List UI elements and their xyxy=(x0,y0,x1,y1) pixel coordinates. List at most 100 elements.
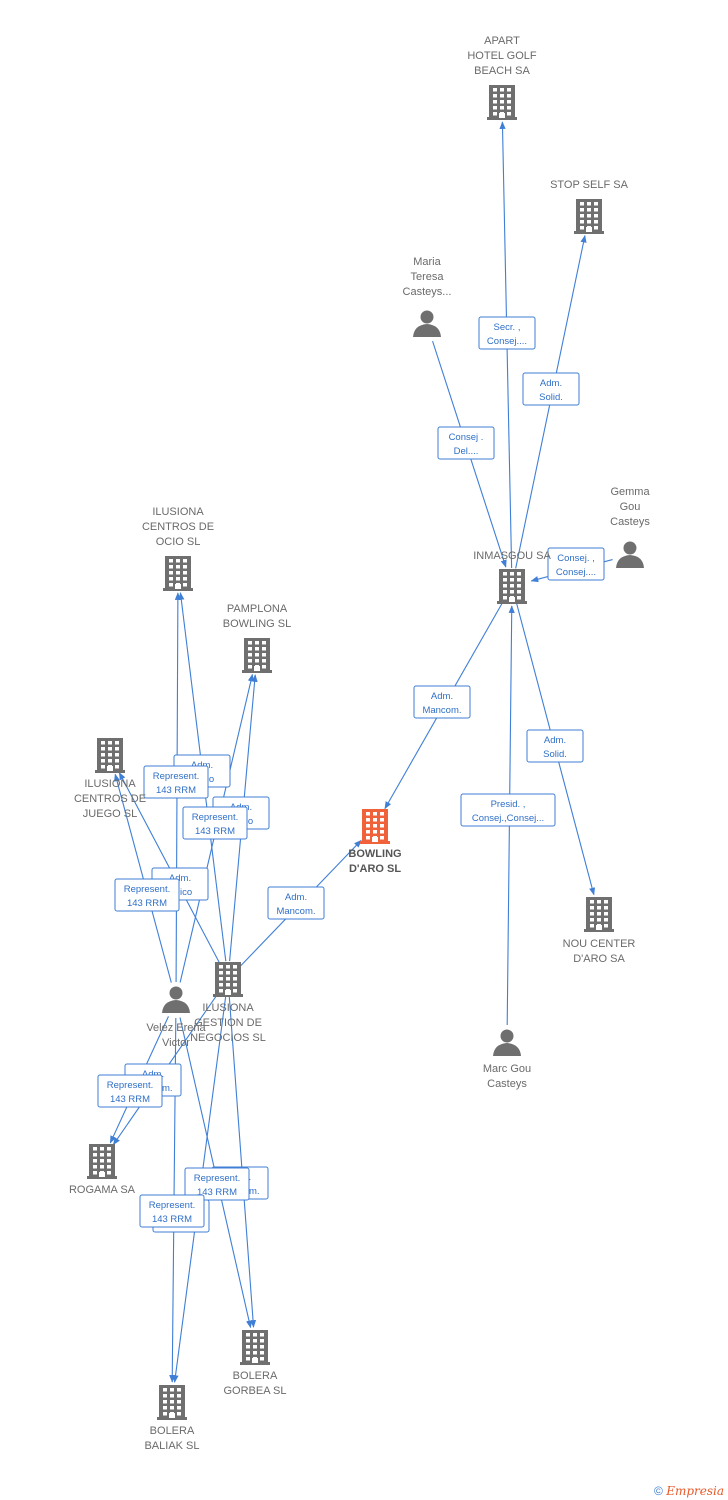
building-icon xyxy=(157,1385,187,1420)
node-label: INMASGOU SA xyxy=(473,550,551,562)
edge-label-inmasgou-bowling[interactable]: Adm.Mancom. xyxy=(413,685,471,719)
edge-label-text: Represent. xyxy=(194,1173,240,1184)
node-apart[interactable]: APART HOTEL GOLF BEACH SA xyxy=(467,35,537,120)
node-label: APART xyxy=(484,35,520,47)
edge-label-gestion-juego[interactable]: Represent. 143 RRM xyxy=(114,878,180,912)
edge-label-text: 143 RRM xyxy=(127,898,167,909)
edge-velez-juego xyxy=(114,773,172,983)
person-icon xyxy=(616,541,644,568)
node-juego[interactable]: ILUSIONA CENTROS DE JUEGO SL xyxy=(74,738,146,820)
node-label: BOLERA xyxy=(233,1370,278,1382)
node-label: CENTROS DE xyxy=(142,521,214,533)
node-label: Gemma xyxy=(610,486,650,498)
edge-label-text: Adm. xyxy=(431,691,453,702)
building-icon xyxy=(497,569,527,604)
footer-brand: © Empresia xyxy=(654,1484,724,1498)
node-nou[interactable]: NOU CENTER D'ARO SA xyxy=(563,897,636,965)
node-label: BOWLING SL xyxy=(223,618,291,630)
node-label: Casteys xyxy=(487,1078,527,1090)
node-inmasgou[interactable]: INMASGOU SA xyxy=(473,550,551,604)
node-bowling[interactable]: BOWLING D'ARO SL xyxy=(348,809,402,875)
edge-label-inmasgou-stopself[interactable]: Adm.Solid. xyxy=(522,372,580,406)
node-label: BOLERA xyxy=(150,1425,195,1437)
edge-label-gestion-pamplona[interactable]: Represent. 143 RRM xyxy=(182,806,248,840)
edge-label-text: Represent. xyxy=(124,884,170,895)
edge-label-gestion-baliak[interactable]: Represent.143 RRM xyxy=(139,1194,205,1228)
edge-label-text: Consej . xyxy=(449,432,484,443)
building-icon xyxy=(584,897,614,932)
edge-label-text: 143 RRM xyxy=(156,785,196,796)
person-icon xyxy=(162,986,190,1013)
edge-label-text: 143 RRM xyxy=(195,826,235,837)
edge-label-text: Represent. xyxy=(192,812,238,823)
building-icon xyxy=(163,556,193,591)
edge-label-text: 143 RRM xyxy=(152,1214,192,1225)
node-label: BALIAK SL xyxy=(144,1440,199,1452)
edge-label-text: Adm. xyxy=(169,873,191,884)
building-icon xyxy=(360,809,390,844)
node-label: Marc Gou xyxy=(483,1063,531,1075)
node-label: BEACH SA xyxy=(474,65,530,77)
node-label: Victor xyxy=(162,1037,190,1049)
node-label: HOTEL GOLF xyxy=(467,50,537,62)
node-rogama[interactable]: ROGAMA SA xyxy=(69,1144,136,1196)
node-label: GORBEA SL xyxy=(224,1385,287,1397)
building-icon xyxy=(95,738,125,773)
node-label: ILUSIONA xyxy=(152,506,204,518)
edge-label-text: 143 RRM xyxy=(110,1094,150,1105)
edge-label-marc-inmasgou[interactable]: Presid. ,Consej.,Consej... xyxy=(460,793,556,827)
edge-labels-layer: Secr. , Consej.... Adm. Solid. Consej .Del..… xyxy=(97,316,605,1233)
edge-label-text: Mancom. xyxy=(276,906,315,917)
building-icon xyxy=(574,199,604,234)
node-label: Velez Ereña xyxy=(146,1022,206,1034)
node-baliak[interactable]: BOLERA BALIAK SL xyxy=(144,1385,200,1452)
edge-label-text: Presid. , xyxy=(491,799,526,810)
node-label: CENTROS DE xyxy=(74,793,146,805)
node-label: Teresa xyxy=(410,271,444,283)
building-icon xyxy=(487,85,517,120)
node-label: D'ARO SL xyxy=(349,863,401,875)
node-label: ILUSIONA xyxy=(202,1002,254,1014)
node-maria[interactable]: MariaTeresaCasteys... xyxy=(403,256,452,337)
nodes-layer: APART HOTEL GOLF BEACH SA STOP SELF SA Maria… xyxy=(69,35,650,1452)
node-label: Casteys xyxy=(610,516,650,528)
edge-label-inmasgou-apart[interactable]: Secr. , Consej.... xyxy=(478,316,536,350)
edge-gestion-gorbea xyxy=(228,996,257,1328)
edge-label-text: Unico xyxy=(168,887,192,898)
node-label: NEGOCIOS SL xyxy=(190,1032,266,1044)
edge-label-text: Solid. xyxy=(539,392,563,403)
node-stopself[interactable]: STOP SELF SA xyxy=(550,179,629,234)
edge-label-gemma-inmasgou[interactable]: Consej. ,Consej.... xyxy=(547,547,605,581)
node-label: ROGAMA SA xyxy=(69,1184,136,1196)
node-label: NOU CENTER xyxy=(563,938,636,950)
edge-label-inmasgou-nou[interactable]: Adm. Solid. xyxy=(526,729,584,763)
edge-label-gestion-ocio[interactable]: Represent.143 RRM xyxy=(143,765,209,799)
node-label: ILUSIONA xyxy=(84,778,136,790)
node-label: D'ARO SA xyxy=(573,953,625,965)
edge-label-text: Adm. xyxy=(544,735,566,746)
person-icon xyxy=(493,1029,521,1056)
copyright-symbol: © xyxy=(654,1484,663,1498)
brand-logo[interactable]: Empresia xyxy=(666,1484,724,1498)
node-label: BOWLING xyxy=(348,848,401,860)
edge-label-gestion-bowling[interactable]: Adm. Mancom. xyxy=(267,886,325,920)
edge-label-gestion-gorbea[interactable]: Represent.143 RRM xyxy=(184,1167,250,1201)
node-gorbea[interactable]: BOLERA GORBEA SL xyxy=(224,1330,287,1397)
person-icon xyxy=(413,310,441,337)
edge-label-text: Consej.... xyxy=(487,336,527,347)
building-icon xyxy=(242,638,272,673)
edge-label-text: Solid. xyxy=(543,749,567,760)
edge-label-maria-inmasgou[interactable]: Consej .Del.... xyxy=(437,426,495,460)
edge-label-gestion-rogama[interactable]: Represent.143 RRM xyxy=(97,1074,163,1108)
edge-label-text: Secr. , xyxy=(494,322,521,333)
node-label: Gou xyxy=(620,501,641,513)
node-label: JUEGO SL xyxy=(83,808,137,820)
edge-label-text: Adm. xyxy=(285,892,307,903)
node-label: Maria xyxy=(413,256,441,268)
